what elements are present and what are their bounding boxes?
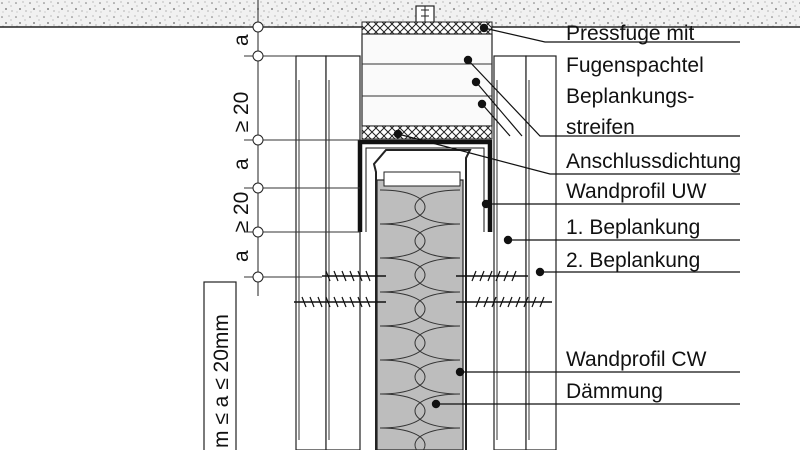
range-note-box: [203, 281, 237, 450]
screws-left: [294, 270, 386, 308]
label-anschlussdichtung: Anschlussdichtung: [566, 150, 741, 173]
leader-lines: [397, 27, 740, 405]
board-layers-right: [493, 55, 557, 450]
dim-ge20-1: ≥ 20: [230, 92, 253, 133]
wandprofil-uw-channel: [357, 139, 493, 232]
label-pressfuge: Pressfuge mit: [566, 22, 695, 45]
label-daemmung: Dämmung: [566, 380, 663, 403]
board-layers-left: [295, 55, 361, 450]
daemmung-insulation: [376, 171, 464, 450]
label-beplankung-2: 2. Beplankung: [566, 249, 700, 272]
label-streifen: streifen: [566, 116, 635, 139]
label-wandprofil-cw: Wandprofil CW: [566, 348, 707, 371]
pressfuge-joint: [361, 21, 493, 35]
label-wandprofil-uw: Wandprofil UW: [566, 180, 707, 203]
anschlussdichtung-seal: [361, 125, 493, 140]
wandprofil-cw-channel: [372, 149, 472, 450]
dim-a-2: a: [230, 158, 253, 170]
screws-right: [456, 270, 552, 308]
label-beplankungs: Beplankungs-: [566, 85, 694, 108]
dimension-chain: [244, 0, 360, 296]
dim-a-1: a: [230, 34, 253, 46]
leader-dots: [393, 23, 545, 409]
label-beplankung-1: 1. Beplankung: [566, 216, 700, 239]
dim-a-3: a: [230, 250, 253, 262]
label-fugenspachtel: Fugenspachtel: [566, 54, 704, 77]
range-note: m ≤ a ≤ 20mm: [210, 314, 233, 448]
dim-ge20-2: ≥ 20: [230, 192, 253, 233]
beplankungsstreifen: [361, 33, 493, 127]
